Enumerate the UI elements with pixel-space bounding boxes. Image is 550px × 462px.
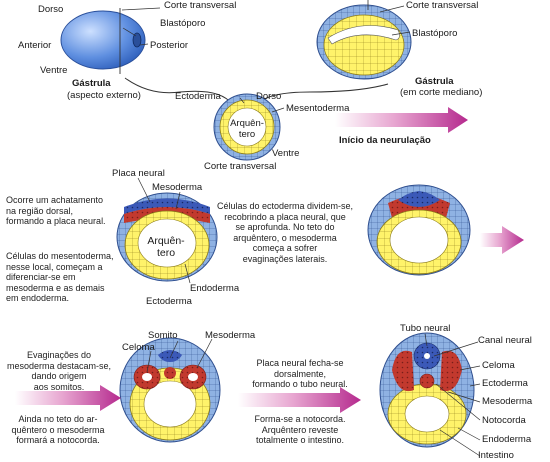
text-3-line-6: evaginações laterais. (242, 253, 328, 264)
label-blastoporo: Blastóporo (160, 18, 206, 29)
text-3-line-3: se aprofunda. No teto do (235, 222, 335, 232)
text-block-1: Ocorre um achatamento na região dorsal, … (6, 195, 118, 227)
text-1-line-1: Ocorre um achatamento (6, 195, 104, 205)
label-mesoderma-1: Mesoderma (152, 182, 203, 193)
text-block-2: Células do mesentoderma, nesse local, co… (6, 251, 124, 304)
text-2-line-4: mesoderma e as demais (6, 282, 105, 293)
label-ventre-2: Ventre (272, 148, 300, 159)
label-gastrula-median: Gástrula (415, 76, 454, 87)
text-4-line-1: Evaginações do (26, 350, 92, 360)
text-4-line-3: dando origem (31, 371, 87, 381)
label-mesoderma-2: Mesoderma (205, 330, 256, 341)
text-3-line-5: começa a sofrer (252, 243, 318, 253)
somite-section (119, 337, 221, 443)
label-endoderma-2: Endoderma (482, 434, 532, 445)
text-2-line-1: Células do mesentoderma, (6, 251, 114, 261)
text-5-line-1: Ainda no teto do ar- (18, 414, 98, 424)
label-ectoderma-2: Ectoderma (146, 296, 192, 307)
gastrula-external (60, 8, 146, 74)
text-block-3: Células do ectoderma dividem-se, recobri… (200, 201, 370, 264)
label-ectoderma-3: Ectoderma (482, 378, 528, 389)
label-gastrula-median-sub: (em corte mediano) (400, 87, 483, 98)
label-posterior: Posterior (150, 40, 189, 51)
label-mesoderma-3: Mesoderma (482, 396, 533, 407)
text-block-5: Ainda no teto do ar- quêntero o mesoderm… (6, 414, 110, 446)
arrow-1 (335, 107, 468, 133)
label-arquentero-1b: tero (238, 129, 256, 140)
label-canal-neural: Canal neural (478, 335, 532, 346)
label-placa-neural: Placa neural (112, 168, 165, 179)
text-6-line-3: formando o tubo neural. (252, 379, 348, 389)
label-corte-transversal-3: Corte transversal (204, 161, 277, 172)
label-dorso-2: Dorso (256, 91, 282, 102)
label-notocorda: Notocorda (482, 415, 526, 426)
leader-lines (121, 5, 481, 457)
text-7-line-1: Forma-se a notocorda. (254, 414, 346, 424)
neural-groove-section (367, 184, 471, 276)
label-ectoderma: Ectoderma (175, 91, 221, 102)
text-2-line-3: diferenciar-se em (6, 272, 76, 282)
text-block-7: Forma-se a notocorda. Arquêntero reveste… (236, 414, 364, 446)
text-3-line-4: arquêntero, o mesoderma (233, 232, 337, 243)
label-arquentero-2a: Arquên- (147, 235, 185, 247)
label-corte-transversal-2: Corte transversal (406, 0, 479, 11)
label-dorso: Dorso (38, 4, 64, 15)
label-blastoporo-2: Blastóporo (412, 28, 458, 39)
label-inicio-neurulacao: Início da neurulação (339, 135, 431, 146)
text-1-line-3: formando a placa neural. (6, 216, 106, 226)
label-arquentero-1: Arquên- tero (229, 118, 265, 140)
arrow-2 (480, 226, 524, 254)
label-gastrula-external: Gástrula (72, 78, 111, 89)
neural-tube-section (379, 332, 475, 448)
text-2-line-5: em endoderma. (6, 293, 70, 303)
text-6-line-2: dorsalmente, (273, 368, 327, 379)
text-block-4: Evaginações do mesoderma destacam-se, da… (0, 350, 118, 392)
label-mesentoderma: Mesentoderma (286, 103, 350, 114)
early-section (213, 93, 281, 161)
neural-plate-section (116, 192, 218, 282)
label-anterior: Anterior (18, 40, 52, 51)
text-7-line-3: totalmente o intestino. (255, 435, 345, 445)
label-corte-transversal: Corte transversal (164, 0, 237, 11)
arrow-4 (238, 387, 361, 413)
gastrula-median (316, 0, 412, 80)
label-endoderma-1: Endoderma (190, 283, 240, 294)
text-block-6: Placa neural fecha-se dorsalmente, forma… (236, 358, 364, 390)
label-intestino: Intestino (478, 450, 514, 461)
text-6-line-1: Placa neural fecha-se (256, 358, 344, 368)
label-gastrula-external-sub: (aspecto externo) (67, 90, 141, 101)
text-1-line-2: na região dorsal, (6, 205, 74, 216)
text-3-line-1: Células do ectoderma dividem-se, (216, 201, 354, 211)
label-arquentero-2b: tero (156, 247, 176, 259)
label-arquentero-2: Arquên- tero (146, 235, 186, 259)
text-4-line-4: aos somitos. (33, 381, 85, 392)
label-somito: Somito (148, 330, 178, 341)
text-2-line-2: nesse local, começam a (6, 261, 103, 272)
arrow-3 (15, 385, 121, 411)
label-arquentero-1a: Arquên- (230, 118, 264, 129)
text-3-line-2: recobrindo a placa neural, que (224, 211, 346, 222)
label-celoma-2: Celoma (482, 360, 515, 371)
label-tubo-neural: Tubo neural (400, 323, 451, 334)
label-ventre: Ventre (40, 65, 68, 76)
text-7-line-2: Arquêntero reveste (261, 424, 339, 435)
text-5-line-3: formará a notocorda. (16, 435, 100, 445)
text-4-line-2: mesoderma destacam-se, (6, 360, 112, 371)
label-celoma-1: Celoma (122, 342, 155, 353)
text-5-line-2: quêntero o mesoderma (11, 424, 105, 435)
